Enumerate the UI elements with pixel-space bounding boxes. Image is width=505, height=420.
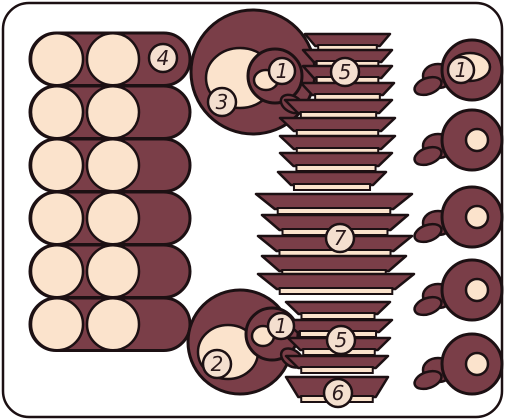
counter-token[interactable]	[31, 298, 83, 350]
counter-row[interactable]	[30, 298, 190, 351]
badge-label: 4	[157, 46, 170, 70]
badge-label: 5	[339, 60, 352, 84]
saucer[interactable]	[286, 356, 388, 373]
counter-token[interactable]	[87, 192, 139, 244]
badge-label: 7	[334, 226, 347, 250]
counter-rack	[30, 33, 190, 351]
badge-label: 3	[216, 90, 229, 114]
counter-token[interactable]	[31, 192, 83, 244]
badge-cup-column-1: 1	[448, 57, 474, 83]
saucer[interactable]	[278, 172, 386, 190]
badge-counter-4: 4	[149, 44, 177, 72]
saucer[interactable]	[286, 302, 390, 319]
counter-row[interactable]	[30, 86, 190, 139]
counter-token[interactable]	[31, 33, 83, 85]
badge-label: 2	[211, 352, 224, 376]
saucer[interactable]	[305, 34, 390, 51]
badge-label: 5	[335, 328, 348, 352]
badge-plate-pile-3: 3	[208, 88, 236, 116]
counter-token[interactable]	[31, 139, 83, 191]
saucer[interactable]	[280, 118, 395, 136]
counter-token[interactable]	[31, 86, 83, 138]
saucer[interactable]	[280, 153, 392, 171]
badge-plate-stack-7: 7	[326, 224, 354, 252]
badge-label: 6	[332, 381, 345, 405]
saucer[interactable]	[285, 100, 392, 118]
counter-token[interactable]	[87, 139, 139, 191]
plate[interactable]	[256, 194, 412, 214]
badge-label: 1	[275, 314, 288, 338]
saucer[interactable]	[280, 136, 395, 154]
counter-token[interactable]	[87, 33, 139, 85]
badge-saucer-top-5: 5	[331, 58, 359, 86]
counter-row[interactable]	[30, 192, 190, 245]
counter-token[interactable]	[87, 298, 139, 350]
badge-plate-pile-2: 2	[203, 350, 231, 378]
counter-row[interactable]	[30, 245, 190, 298]
badge-bowl-stack-6: 6	[324, 379, 352, 407]
counter-token[interactable]	[87, 245, 139, 297]
plate[interactable]	[258, 274, 414, 294]
counter-row[interactable]	[30, 139, 190, 192]
plate-pile-top[interactable]	[191, 10, 315, 134]
badge-saucer-bottom-5: 5	[327, 326, 355, 354]
badge-cup-bottom: 1	[268, 313, 294, 339]
counter-token[interactable]	[87, 86, 139, 138]
counter-token[interactable]	[31, 245, 83, 297]
badge-label: 1	[455, 58, 468, 82]
badge-label: 1	[276, 59, 289, 83]
badge-cup-top: 1	[269, 58, 295, 84]
